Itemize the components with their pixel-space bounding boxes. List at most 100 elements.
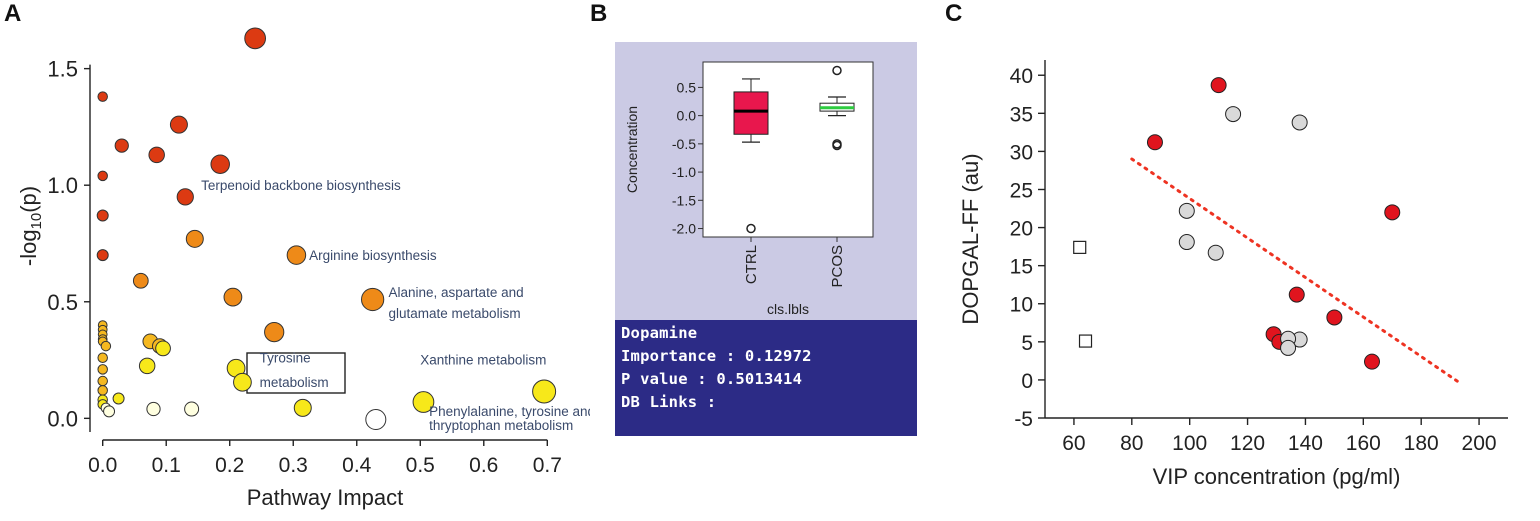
grey-point xyxy=(1291,114,1308,131)
x-tick-label: 80 xyxy=(1120,432,1143,455)
x-tick-label: 100 xyxy=(1172,432,1207,455)
x-tick-label: 0.0 xyxy=(88,454,117,477)
metabolite-info-box: Dopamine Importance : 0.12972 P value : … xyxy=(615,320,917,436)
y-tick-label: 1.5 xyxy=(47,57,78,82)
pathway-point xyxy=(185,229,204,248)
pathway-annotation: Phenylalanine, tyrosine and xyxy=(429,404,590,419)
x-tick-label: 160 xyxy=(1346,432,1381,455)
pathway-point xyxy=(412,391,435,413)
y-tick-label: -1.5 xyxy=(672,192,696,208)
pathway-point xyxy=(176,188,194,206)
tyrosine-highlight-box xyxy=(246,352,346,394)
pathway-point xyxy=(114,138,129,153)
pathway-annotation: Terpenoid backbone biosynthesis xyxy=(201,178,401,193)
panel-label-b: B xyxy=(590,0,608,27)
red-point xyxy=(1210,77,1227,94)
pathway-point xyxy=(138,357,156,375)
y-tick-label: -1.0 xyxy=(672,164,696,180)
y-axis-title: Concentration xyxy=(624,106,640,193)
pathway-point xyxy=(112,392,125,405)
pathway-point xyxy=(97,170,108,182)
y-tick-label: 5 xyxy=(1021,332,1033,355)
pathway-point xyxy=(97,385,108,396)
pathway-annotation: Alanine, aspartate and xyxy=(389,285,524,300)
pathway-point xyxy=(132,272,149,289)
pathway-point xyxy=(96,209,109,222)
y-tick-label: 0.5 xyxy=(677,79,697,95)
y-tick-label: 10 xyxy=(1010,294,1033,317)
x-tick-label: 0.7 xyxy=(533,454,562,477)
pathway-point xyxy=(244,27,267,50)
outlier-point xyxy=(832,65,842,76)
y-tick-label: 35 xyxy=(1010,103,1033,126)
y-tick-label: 20 xyxy=(1010,218,1033,241)
y-tick-label: -5 xyxy=(1014,408,1033,431)
pathway-point xyxy=(97,352,108,363)
pathway-point xyxy=(97,91,108,102)
grey-point xyxy=(1225,106,1242,123)
grey-point xyxy=(1207,244,1224,261)
x-tick-label: 0.4 xyxy=(342,454,372,477)
panel-label-a: A xyxy=(4,0,22,27)
pathway-point xyxy=(532,379,557,404)
x-tick-label: CTRL xyxy=(743,245,760,284)
importance-value: Importance : 0.12972 xyxy=(621,347,812,365)
outlier-point xyxy=(746,223,756,234)
metabolite-name: Dopamine xyxy=(621,324,698,342)
red-point xyxy=(1384,204,1401,221)
grey-point xyxy=(1280,330,1297,347)
pathway-annotation: Arginine biosynthesis xyxy=(309,248,437,263)
x-tick-label: 180 xyxy=(1404,432,1439,455)
outlier-point xyxy=(832,140,842,151)
y-tick-label: 0 xyxy=(1021,370,1033,393)
pathway-point xyxy=(184,401,200,417)
pathway-annotation: Xanthine metabolism xyxy=(420,353,546,368)
pathway-point xyxy=(233,372,252,392)
pathway-annotation: thryptophan metabolism xyxy=(429,418,573,433)
plot-frame xyxy=(702,61,874,238)
pathway-point xyxy=(96,249,109,262)
pathway-point xyxy=(286,245,307,265)
y-tick-label: 15 xyxy=(1010,256,1033,279)
grey-point xyxy=(1280,339,1297,356)
y-tick-label: -2.0 xyxy=(672,221,696,237)
red-point xyxy=(1146,134,1163,151)
grey-point xyxy=(1178,234,1195,251)
box-ctrl xyxy=(733,91,769,135)
red-point xyxy=(1363,353,1380,370)
x-tick-label: 0.1 xyxy=(152,454,181,477)
pathway-point xyxy=(97,364,108,375)
x-axis-title: Pathway Impact xyxy=(247,485,404,510)
pathway-point xyxy=(361,287,385,312)
pathway-point xyxy=(100,340,112,352)
pathway-point xyxy=(169,115,188,134)
y-tick-label: -0.5 xyxy=(672,136,696,152)
pathway-annotation: Tyrosine xyxy=(260,350,311,365)
square-point xyxy=(1073,240,1087,254)
y-tick-label: 0.0 xyxy=(47,406,78,431)
y-axis-title: -log10(p) xyxy=(16,186,45,266)
pathway-point xyxy=(146,401,161,417)
y-tick-label: 30 xyxy=(1010,141,1033,164)
pathway-point xyxy=(293,398,312,417)
x-tick-label: 60 xyxy=(1062,432,1085,455)
y-tick-label: 0.5 xyxy=(47,290,78,315)
pathway-point xyxy=(264,321,285,343)
db-links: DB Links : xyxy=(621,393,717,411)
pathway-point xyxy=(103,405,116,418)
x-tick-label: 120 xyxy=(1230,432,1265,455)
pathway-point xyxy=(97,375,108,387)
x-tick-label: 200 xyxy=(1462,432,1497,455)
red-point xyxy=(1288,286,1305,303)
pathway-point xyxy=(155,340,171,357)
x-axis-title: cls.lbls xyxy=(767,301,809,317)
y-tick-label: 1.0 xyxy=(47,173,78,198)
x-tick-label: 0.3 xyxy=(279,454,308,477)
square-point xyxy=(1078,334,1093,348)
red-point xyxy=(1271,333,1288,350)
x-tick-label: 0.2 xyxy=(215,454,244,477)
y-axis-title: DOPGAL-FF (au) xyxy=(958,153,983,324)
red-point xyxy=(1265,326,1282,343)
